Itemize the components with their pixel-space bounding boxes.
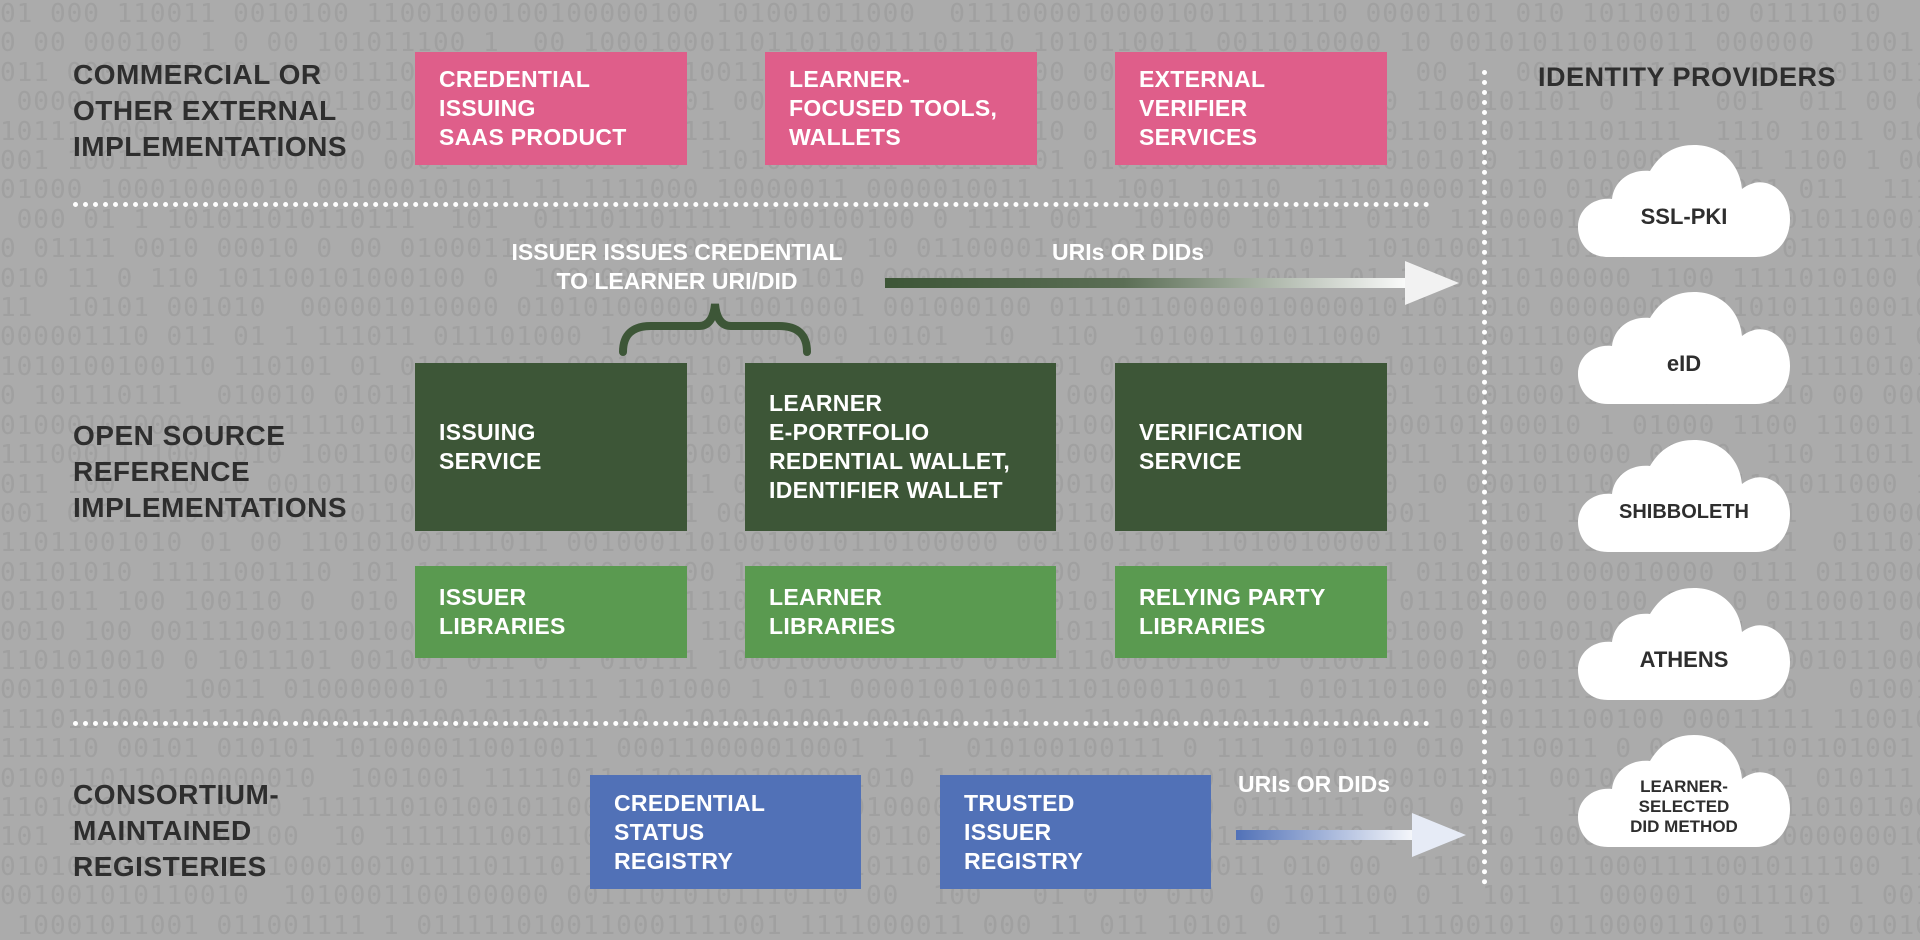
cloud-eid: eID bbox=[1578, 292, 1790, 412]
issuing-service-box: ISSUING SERVICE bbox=[415, 363, 687, 531]
separator-vertical bbox=[1482, 70, 1487, 885]
issuer-libraries-box: ISSUER LIBRARIES bbox=[415, 566, 687, 658]
cloud-ssl-pki: SSL-PKI bbox=[1578, 145, 1790, 265]
separator-bottom bbox=[73, 721, 1430, 726]
identity-providers-title: IDENTITY PROVIDERS bbox=[1538, 62, 1837, 92]
section-label-open-source: OPEN SOURCE REFERENCE IMPLEMENTATIONS bbox=[73, 420, 348, 523]
cloud-icon bbox=[1578, 145, 1790, 257]
cloud-icon bbox=[1578, 292, 1790, 404]
cloud-icon bbox=[1578, 440, 1790, 552]
arrow-label-bottom: URIs OR DIDs bbox=[1238, 771, 1391, 797]
cloud-icon bbox=[1578, 735, 1790, 847]
credential-status-registry-box: CREDENTIAL STATUS REGISTRY bbox=[590, 775, 861, 889]
cloud-athens: ATHENS bbox=[1578, 588, 1790, 708]
external-verifier-box: EXTERNAL VERIFIER SERVICES bbox=[1115, 52, 1387, 165]
arrow-top bbox=[885, 261, 1459, 305]
identity-provider-label: LEARNER- SELECTED DID METHOD bbox=[1630, 777, 1738, 836]
verification-service-box: VERIFICATION SERVICE bbox=[1115, 363, 1387, 531]
learner-eportfolio-box: LEARNER E-PORTFOLIO REDENTIAL WALLET, ID… bbox=[745, 363, 1056, 531]
identity-provider-label: eID bbox=[1666, 351, 1702, 376]
curly-brace bbox=[619, 303, 811, 356]
trusted-issuer-registry-box: TRUSTED ISSUER REGISTRY bbox=[940, 775, 1211, 889]
arrow-bottom bbox=[1236, 813, 1466, 857]
relying-party-libraries-box: RELYING PARTY LIBRARIES bbox=[1115, 566, 1387, 658]
cloud-shibboleth: SHIBBOLETH bbox=[1578, 440, 1790, 560]
cloud-learner-selected-did: LEARNER- SELECTED DID METHOD bbox=[1578, 735, 1790, 855]
learner-libraries-box: LEARNER LIBRARIES bbox=[745, 566, 1056, 658]
issuer-note: ISSUER ISSUES CREDENTIAL TO LEARNER URI/… bbox=[511, 239, 843, 294]
arrow-label-top: URIs OR DIDs bbox=[1052, 239, 1205, 265]
identity-provider-label: SHIBBOLETH bbox=[1619, 501, 1749, 523]
cloud-icon bbox=[1578, 588, 1790, 700]
section-label-consortium: CONSORTIUM- MAINTAINED REGISTERIES bbox=[73, 779, 280, 882]
separator-top bbox=[73, 202, 1430, 207]
identity-provider-label: SSL-PKI bbox=[1640, 204, 1728, 229]
learner-focused-tools-box: LEARNER- FOCUSED TOOLS, WALLETS bbox=[765, 52, 1037, 165]
identity-provider-label: ATHENS bbox=[1639, 647, 1729, 672]
credential-issuing-saas-box: CREDENTIAL ISSUING SAAS PRODUCT bbox=[415, 52, 687, 165]
section-label-commercial: COMMERCIAL OR OTHER EXTERNAL IMPLEMENTAT… bbox=[73, 59, 348, 162]
